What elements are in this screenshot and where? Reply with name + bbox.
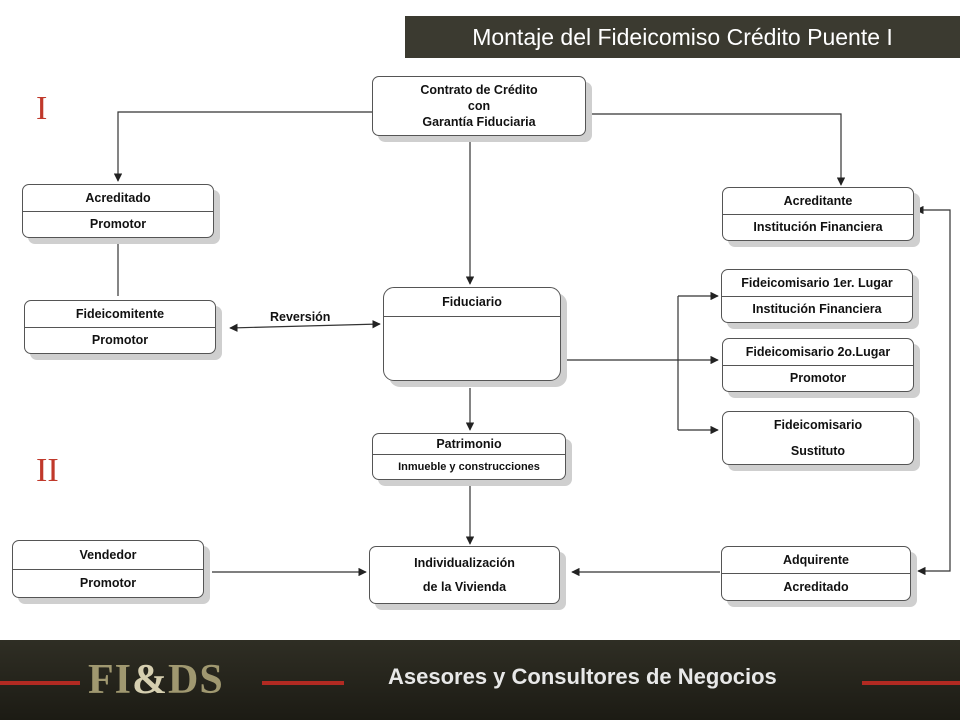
footer-band xyxy=(0,640,960,720)
node-fideicomitente-title: Fideicomitente xyxy=(75,306,165,321)
section-label-one: I xyxy=(36,90,48,127)
node-fid2-sub: Promotor xyxy=(723,364,913,392)
node-vendedor-sub: Promotor xyxy=(13,568,203,598)
node-acreditante-title: Acreditante xyxy=(783,193,853,208)
node-adquirente-title: Adquirente xyxy=(783,553,849,567)
edge-label-reversion: Reversión xyxy=(270,310,331,324)
footer-rule-right xyxy=(862,681,960,685)
node-adquirente-sub: Acreditado xyxy=(722,573,910,600)
edge-reversion xyxy=(229,320,381,332)
node-acreditante-sub: Institución Financiera xyxy=(723,213,913,241)
node-patrimonio-sub: Inmueble y construcciones xyxy=(373,454,565,479)
node-fideicomisario-1: Fideicomisario 1er. Lugar Institución Fi… xyxy=(721,269,913,323)
node-patrimonio: Patrimonio Inmueble y construcciones xyxy=(372,433,566,480)
node-adquirente: Adquirente Acreditado xyxy=(721,546,911,601)
footer-rule-middle xyxy=(262,681,344,685)
node-fideicomisario-sustituto: Fideicomisario Sustituto xyxy=(722,411,914,465)
node-fideicomitente: Fideicomitente Promotor xyxy=(24,300,216,354)
node-individualizacion: Individualización de la Vivienda xyxy=(369,546,560,604)
logo-fi: FI xyxy=(88,657,132,703)
node-contrato-line-3: Garantía Fiduciaria xyxy=(422,115,536,129)
node-fid3-sub: Sustituto xyxy=(790,444,846,458)
edge-contrato-acreditante xyxy=(586,113,846,186)
logo-ampersand: & xyxy=(132,657,168,703)
node-contrato-line-2: con xyxy=(467,99,491,113)
node-fiduciario: Fiduciario xyxy=(383,287,561,381)
node-contrato: Contrato de Crédito con Garantía Fiducia… xyxy=(372,76,586,136)
node-contrato-line-1: Contrato de Crédito xyxy=(420,83,538,97)
node-acreditado: Acreditado Promotor xyxy=(22,184,214,238)
node-fid1-sub: Institución Financiera xyxy=(722,295,912,323)
node-individualizacion-line-1: Individualización xyxy=(414,556,515,570)
node-fiduciario-title: Fiduciario xyxy=(442,295,502,309)
node-fideicomisario-2: Fideicomisario 2o.Lugar Promotor xyxy=(722,338,914,392)
node-acreditado-title: Acreditado xyxy=(85,190,151,205)
node-fid2-title: Fideicomisario 2o.Lugar xyxy=(745,344,891,359)
node-fideicomitente-sub: Promotor xyxy=(25,326,215,354)
node-acreditante: Acreditante Institución Financiera xyxy=(722,187,914,241)
fids-logo: FI&DS xyxy=(88,656,224,704)
section-label-two: II xyxy=(36,452,59,489)
page-title: Montaje del Fideicomiso Crédito Puente I xyxy=(405,16,960,58)
node-fid1-title: Fideicomisario 1er. Lugar xyxy=(741,275,893,290)
node-patrimonio-title: Patrimonio xyxy=(436,437,502,451)
node-acreditado-sub: Promotor xyxy=(23,210,213,238)
footer-tagline: Asesores y Consultores de Negocios xyxy=(388,664,777,689)
node-fiduciario-body xyxy=(384,316,560,380)
logo-ds: DS xyxy=(168,657,224,703)
edge-acreditante-adquirente xyxy=(915,205,951,576)
footer-rule-left xyxy=(0,681,80,685)
node-vendedor: Vendedor Promotor xyxy=(12,540,204,598)
connector-lines xyxy=(113,111,951,577)
edge-contrato-acreditado xyxy=(113,111,372,182)
node-vendedor-title: Vendedor xyxy=(79,547,137,562)
node-individualizacion-line-2: de la Vivienda xyxy=(422,580,507,594)
node-fid3-title: Fideicomisario xyxy=(773,418,863,432)
